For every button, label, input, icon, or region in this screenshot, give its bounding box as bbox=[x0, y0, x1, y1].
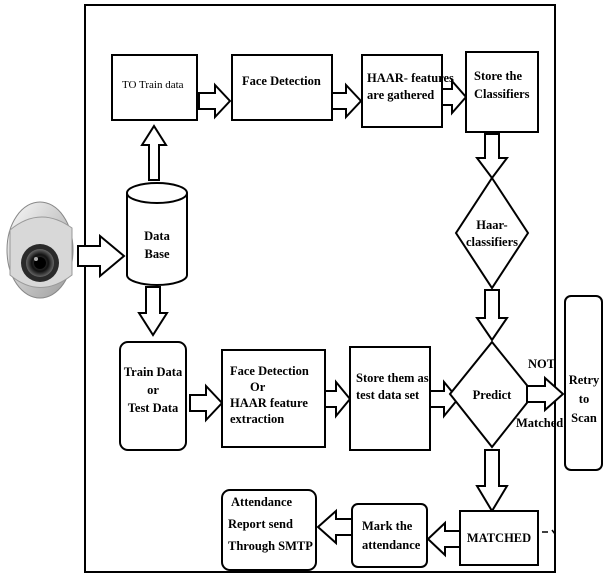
train-test-label-2: or bbox=[147, 383, 159, 397]
arrow-to-store-test bbox=[324, 379, 352, 419]
arrow-to-face-detection bbox=[198, 82, 232, 120]
store-test-label-2: test data set bbox=[356, 388, 420, 402]
store-classifiers-node: Store the Classifiers bbox=[465, 51, 539, 133]
retry-label-3: Scan bbox=[571, 411, 597, 425]
face-detection-label: Face Detection bbox=[242, 74, 321, 88]
haar-gathered-label-2: are gathered bbox=[367, 88, 434, 102]
train-test-label-3: Test Data bbox=[128, 401, 179, 415]
haar-classifiers-label-2: classifiers bbox=[466, 235, 518, 249]
train-test-data-node: Train Data or Test Data bbox=[119, 341, 187, 451]
mark-attendance-node: Mark the attendance bbox=[351, 503, 428, 568]
arrow-to-haar-gathered bbox=[331, 82, 363, 120]
haar-gathered-node: HAAR- features are gathered bbox=[361, 54, 454, 128]
matched-side-label: Matched bbox=[516, 416, 563, 430]
train-test-label-1: Train Data bbox=[124, 365, 183, 379]
face-detection-node: Face Detection bbox=[231, 54, 333, 121]
store-test-label-1: Store them as bbox=[356, 371, 429, 385]
retry-label-1: Retry bbox=[569, 373, 600, 387]
database-node: Data Base bbox=[126, 182, 188, 286]
report-label-2: Report send bbox=[228, 517, 293, 531]
report-label-3: Through SMTP bbox=[228, 539, 313, 553]
haar-classifiers-label-1: Haar- bbox=[476, 218, 507, 232]
arrow-to-face-or-haar bbox=[189, 383, 224, 423]
store-test-node: Store them as test data set bbox=[349, 346, 431, 451]
retry-label-2: to bbox=[579, 392, 589, 406]
haar-gathered-label-1: HAAR- features bbox=[367, 71, 454, 85]
matched-node: MATCHED bbox=[459, 510, 539, 566]
arrow-to-retry bbox=[526, 375, 565, 413]
face-or-haar-node: Face Detection Or HAAR feature extractio… bbox=[221, 349, 326, 448]
retry-scan-node: Retry to Scan bbox=[564, 295, 603, 471]
face-or-haar-label-2: Or bbox=[250, 380, 266, 394]
arrow-to-mark-attendance bbox=[426, 520, 461, 558]
report-label-1: Attendance bbox=[231, 495, 293, 509]
face-or-haar-label-4: extraction bbox=[230, 412, 284, 426]
database-label-1: Data bbox=[144, 229, 170, 243]
arrow-to-report bbox=[316, 508, 353, 546]
predict-label: Predict bbox=[473, 388, 512, 402]
tick-mark bbox=[551, 529, 556, 535]
arrow-camera-to-database bbox=[77, 233, 126, 279]
store-classifiers-label-2: Classifiers bbox=[474, 87, 530, 101]
arrow-database-to-train-test bbox=[137, 286, 169, 337]
report-node: Attendance Report send Through SMTP bbox=[221, 489, 317, 571]
to-train-data-node: TO Train data bbox=[111, 54, 198, 121]
matched-label: MATCHED bbox=[467, 531, 531, 545]
arrow-database-to-train bbox=[140, 124, 168, 181]
face-or-haar-label-1: Face Detection bbox=[230, 364, 309, 378]
mark-attendance-label-1: Mark the bbox=[362, 519, 413, 533]
security-camera-icon bbox=[6, 201, 74, 299]
not-label: NOT bbox=[528, 357, 556, 371]
arrow-to-store-classifiers bbox=[441, 78, 468, 116]
arrow-to-predict bbox=[475, 289, 509, 342]
arrow-to-haar-classifiers bbox=[475, 133, 509, 180]
outer-frame bbox=[84, 4, 556, 573]
mark-attendance-label-2: attendance bbox=[362, 538, 421, 552]
predict-node: Predict bbox=[448, 340, 536, 449]
haar-classifiers-node: Haar- classifiers bbox=[454, 176, 530, 290]
arrow-to-matched bbox=[475, 449, 509, 513]
database-label-2: Base bbox=[145, 247, 170, 261]
store-classifiers-label-1: Store the bbox=[474, 69, 522, 83]
arrow-store-to-predict bbox=[429, 379, 460, 419]
to-train-data-label: TO Train data bbox=[122, 79, 184, 91]
face-or-haar-label-3: HAAR feature bbox=[230, 396, 308, 410]
